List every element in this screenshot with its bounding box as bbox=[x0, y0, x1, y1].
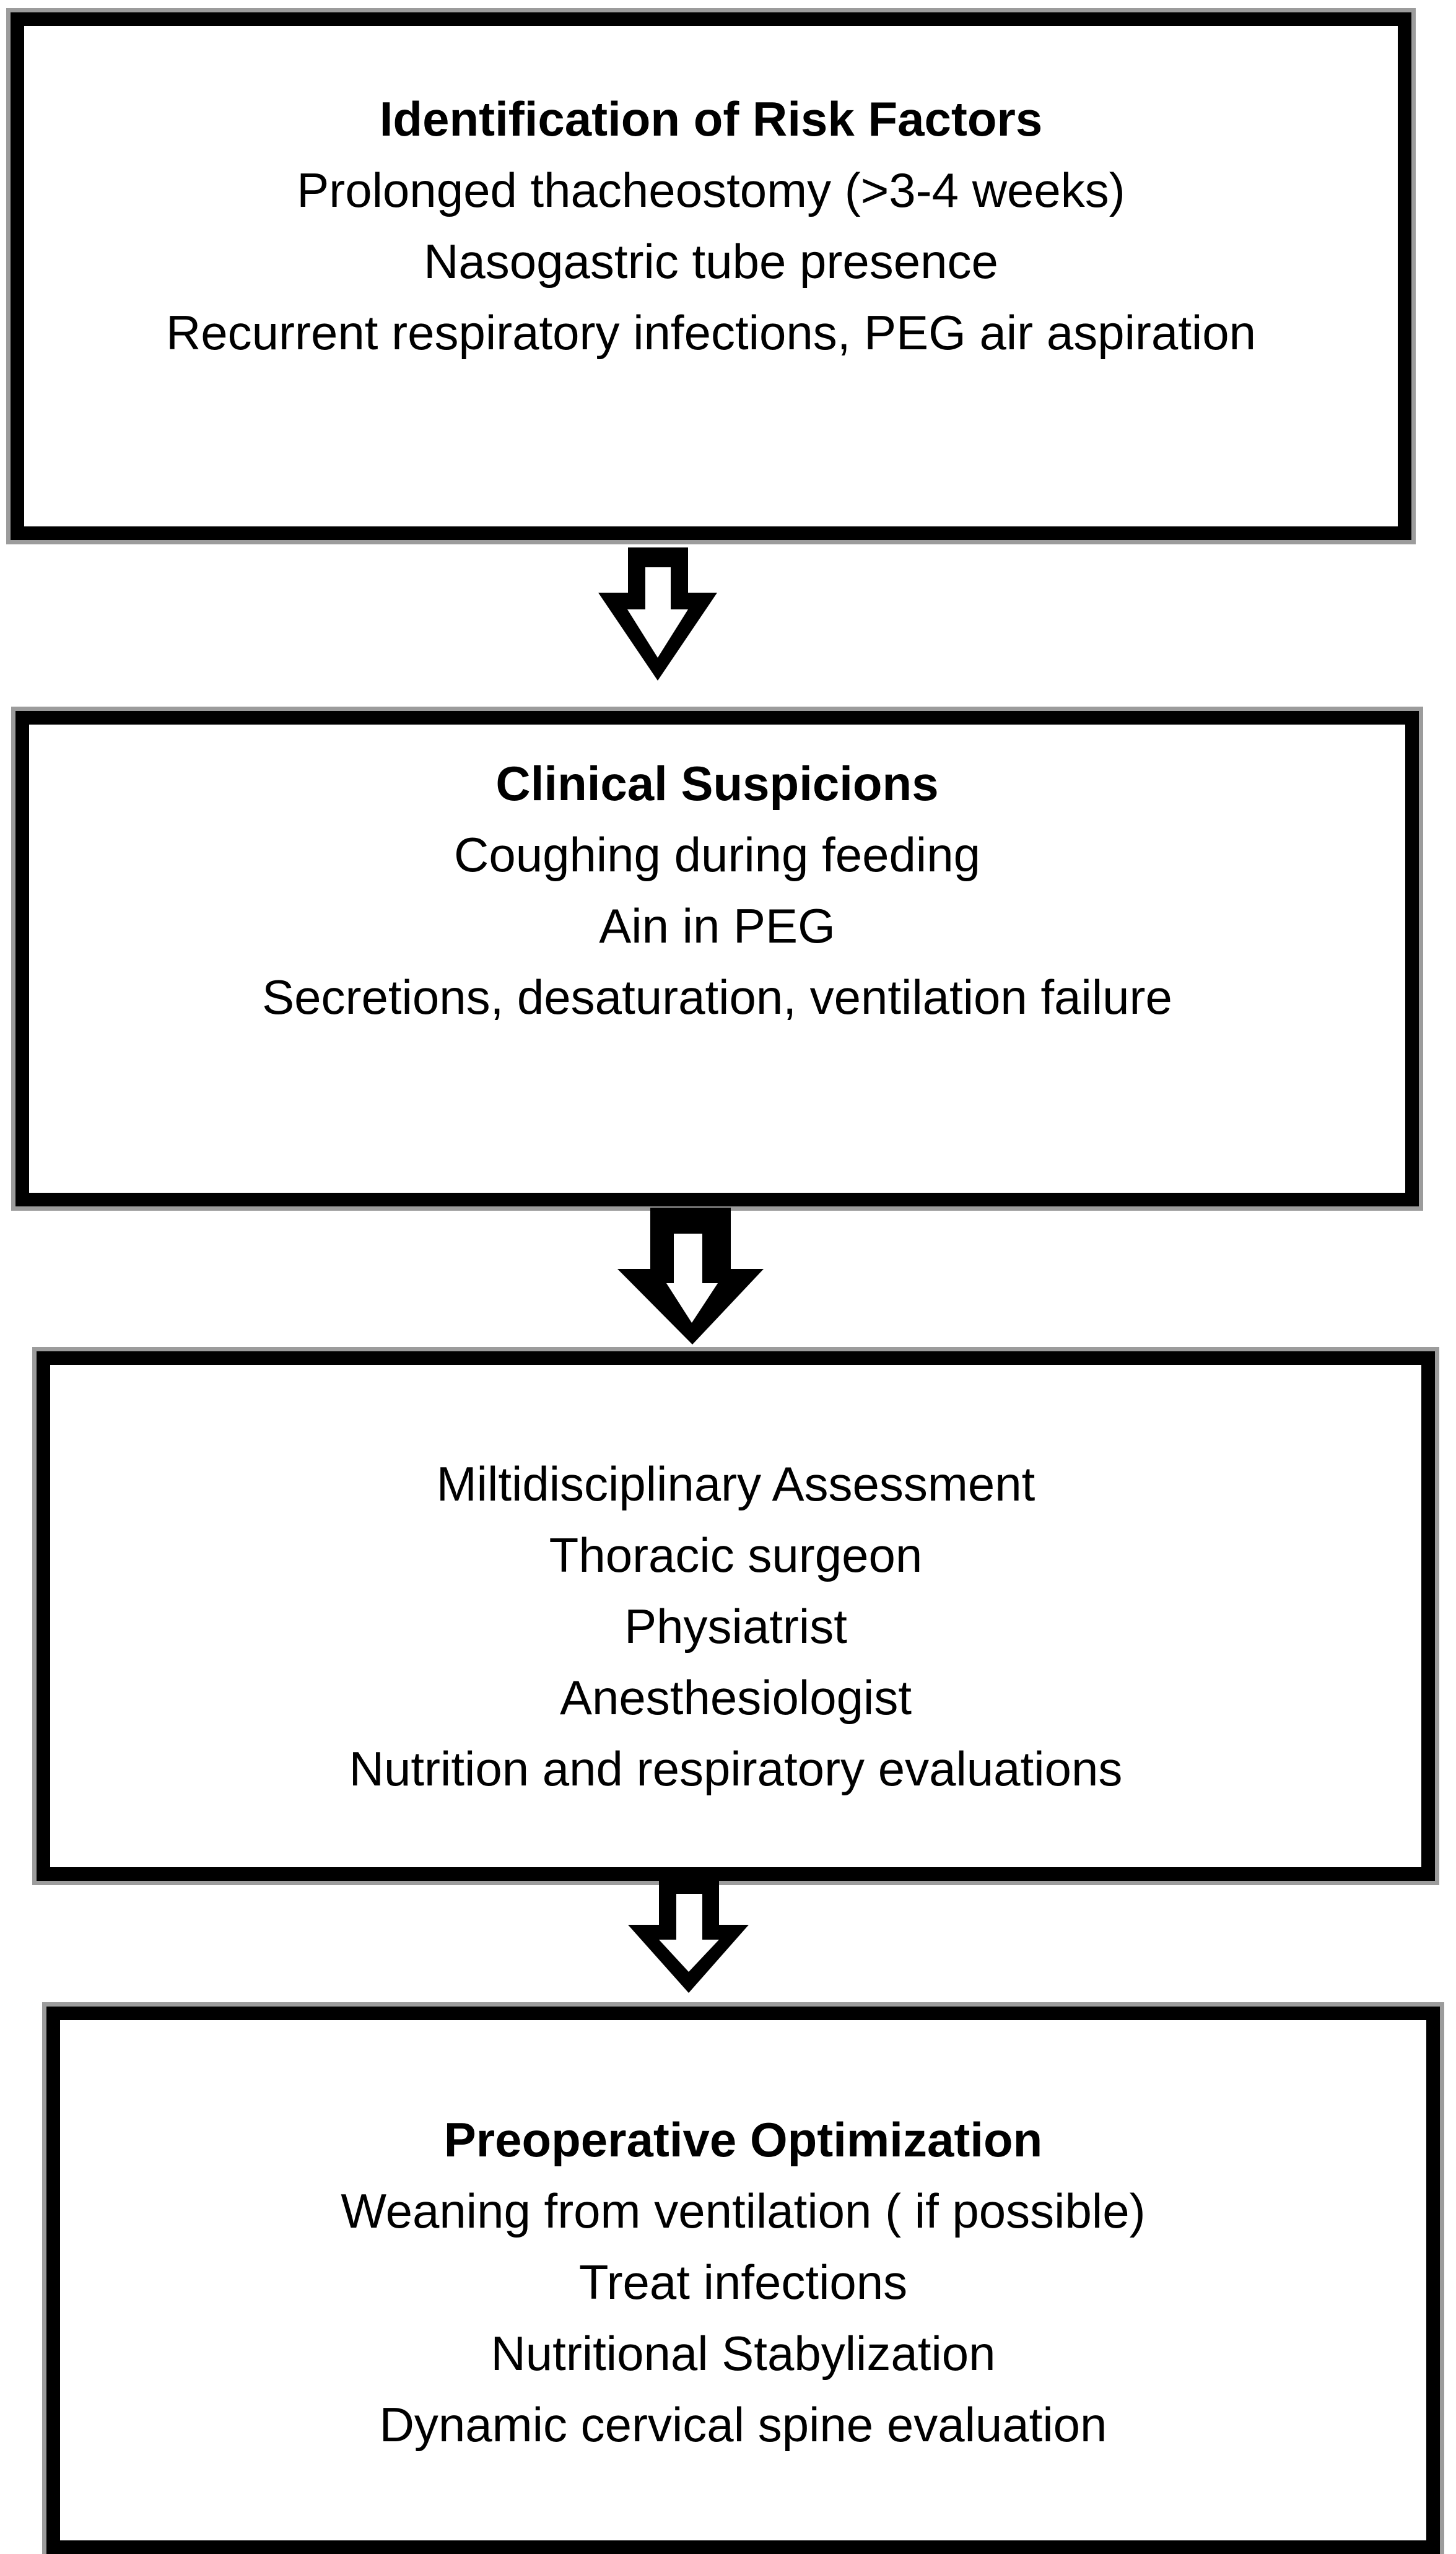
box-title: Miltidisciplinary Assessment bbox=[436, 1457, 1035, 1511]
box-line: Weaning from ventilation ( if possible) bbox=[341, 2184, 1146, 2238]
box-title: Clinical Suspicions bbox=[495, 756, 939, 811]
down-block-arrow-icon bbox=[617, 1208, 764, 1345]
box-line: Nasogastric tube presence bbox=[424, 234, 998, 289]
box-line: Thoracic surgeon bbox=[549, 1528, 923, 1582]
down-block-arrow-icon bbox=[628, 1875, 749, 1993]
box-line: Ain in PEG bbox=[599, 899, 835, 953]
box-line: Coughing during feeding bbox=[453, 827, 980, 882]
box-title: Preoperative Optimization bbox=[443, 2112, 1043, 2167]
box-title: Identification of Risk Factors bbox=[379, 92, 1043, 146]
box-line: Nutritional Stabylization bbox=[490, 2326, 996, 2381]
box-line: Anesthesiologist bbox=[559, 1670, 912, 1725]
box-line: Recurrent respiratory infections, PEG ai… bbox=[165, 305, 1257, 360]
flow-box-preoperative-optimization: Preoperative Optimization Weaning from v… bbox=[46, 2007, 1440, 2554]
flow-box-risk-factors: Identification of Risk Factors Prolonged… bbox=[11, 12, 1411, 540]
box-line: Prolonged thacheostomy (>3-4 weeks) bbox=[297, 163, 1125, 217]
box-line: Treat infections bbox=[578, 2255, 908, 2309]
box-line: Dynamic cervical spine evaluation bbox=[379, 2397, 1107, 2452]
flow-box-clinical-suspicions: Clinical Suspicions Coughing during feed… bbox=[15, 711, 1419, 1206]
box-line: Nutrition and respiratory evaluations bbox=[349, 1741, 1123, 1796]
box-line: Secretions, desaturation, ventilation fa… bbox=[262, 970, 1172, 1024]
flow-box-multidisciplinary-assessment: Miltidisciplinary Assessment Thoracic su… bbox=[37, 1351, 1435, 1881]
down-block-arrow-icon bbox=[598, 547, 717, 681]
box-line: Physiatrist bbox=[624, 1599, 847, 1654]
